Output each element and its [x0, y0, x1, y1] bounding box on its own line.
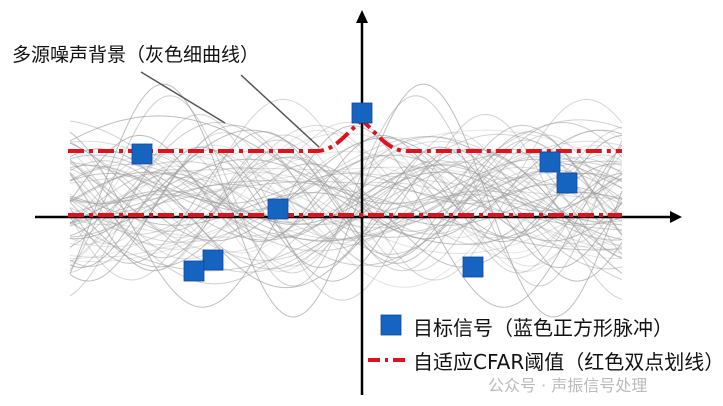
- noise-curve: [69, 140, 623, 240]
- noise-curve: [69, 149, 623, 282]
- noise-curve: [69, 121, 623, 260]
- noise-curve: [69, 124, 623, 267]
- target-pulse: [351, 102, 373, 124]
- noise-curve: [70, 151, 623, 260]
- noise-curve: [69, 125, 623, 308]
- noise-curve: [69, 154, 623, 212]
- noise-curve: [69, 119, 623, 252]
- noise-curve: [69, 200, 623, 238]
- noise-curve: [69, 133, 623, 261]
- target-pulse: [183, 260, 205, 282]
- target-pulse: [267, 198, 289, 220]
- noise-curve: [69, 166, 623, 254]
- noise-curve: [69, 131, 623, 264]
- annotation-pointer-2: [240, 74, 320, 148]
- legend-target-swatch: [380, 314, 402, 336]
- noise-curve: [69, 83, 623, 318]
- noise-curve: [69, 169, 623, 266]
- target-pulse: [556, 172, 578, 194]
- target-pulse: [462, 256, 484, 278]
- target-pulse: [202, 249, 224, 271]
- noise-curve: [69, 132, 623, 245]
- legend-threshold-label: 自适应CFAR阈值（红色双点划线）: [413, 350, 723, 374]
- noise-curve: [69, 166, 623, 202]
- noise-curve: [69, 157, 623, 235]
- noise-curve: [69, 144, 623, 288]
- noise-curve: [69, 171, 623, 225]
- target-pulse: [131, 143, 153, 165]
- noise-curve: [69, 148, 623, 289]
- noise-curve: [69, 129, 623, 240]
- noise-curves: [69, 83, 623, 318]
- noise-curve: [69, 136, 623, 243]
- noise-curve: [69, 129, 623, 239]
- noise-curve: [69, 140, 623, 253]
- y-axis-arrow-icon: [356, 10, 368, 23]
- noise-curve: [69, 134, 623, 272]
- noise-curve: [69, 190, 623, 242]
- noise-curve: [69, 129, 623, 262]
- noise-curve: [69, 152, 623, 272]
- noise-curve: [69, 192, 623, 226]
- noise-curve: [69, 163, 623, 268]
- noise-curve: [69, 95, 623, 287]
- noise-annotation: 多源噪声背景（灰色细曲线）: [12, 44, 260, 66]
- noise-curve: [69, 158, 623, 205]
- noise-curve: [69, 180, 623, 251]
- noise-curve: [69, 164, 623, 241]
- noise-curve: [69, 136, 623, 250]
- watermark: 公众号 · 声振信号处理: [488, 376, 648, 395]
- noise-curve: [69, 98, 623, 281]
- noise-curve: [69, 153, 623, 273]
- noise-curve: [69, 172, 623, 238]
- target-pulse: [539, 151, 561, 173]
- noise-curve: [69, 136, 623, 285]
- noise-curve: [69, 163, 623, 223]
- annotation-pointer-1: [140, 71, 226, 124]
- noise-curve: [69, 134, 623, 243]
- noise-curve: [69, 146, 623, 269]
- noise-curve: [69, 177, 623, 241]
- noise-curve: [69, 160, 623, 241]
- x-axis-arrow-icon: [670, 211, 682, 223]
- legend-target-label: 目标信号（蓝色正方形脉冲）: [413, 316, 673, 340]
- noise-curve: [69, 167, 623, 200]
